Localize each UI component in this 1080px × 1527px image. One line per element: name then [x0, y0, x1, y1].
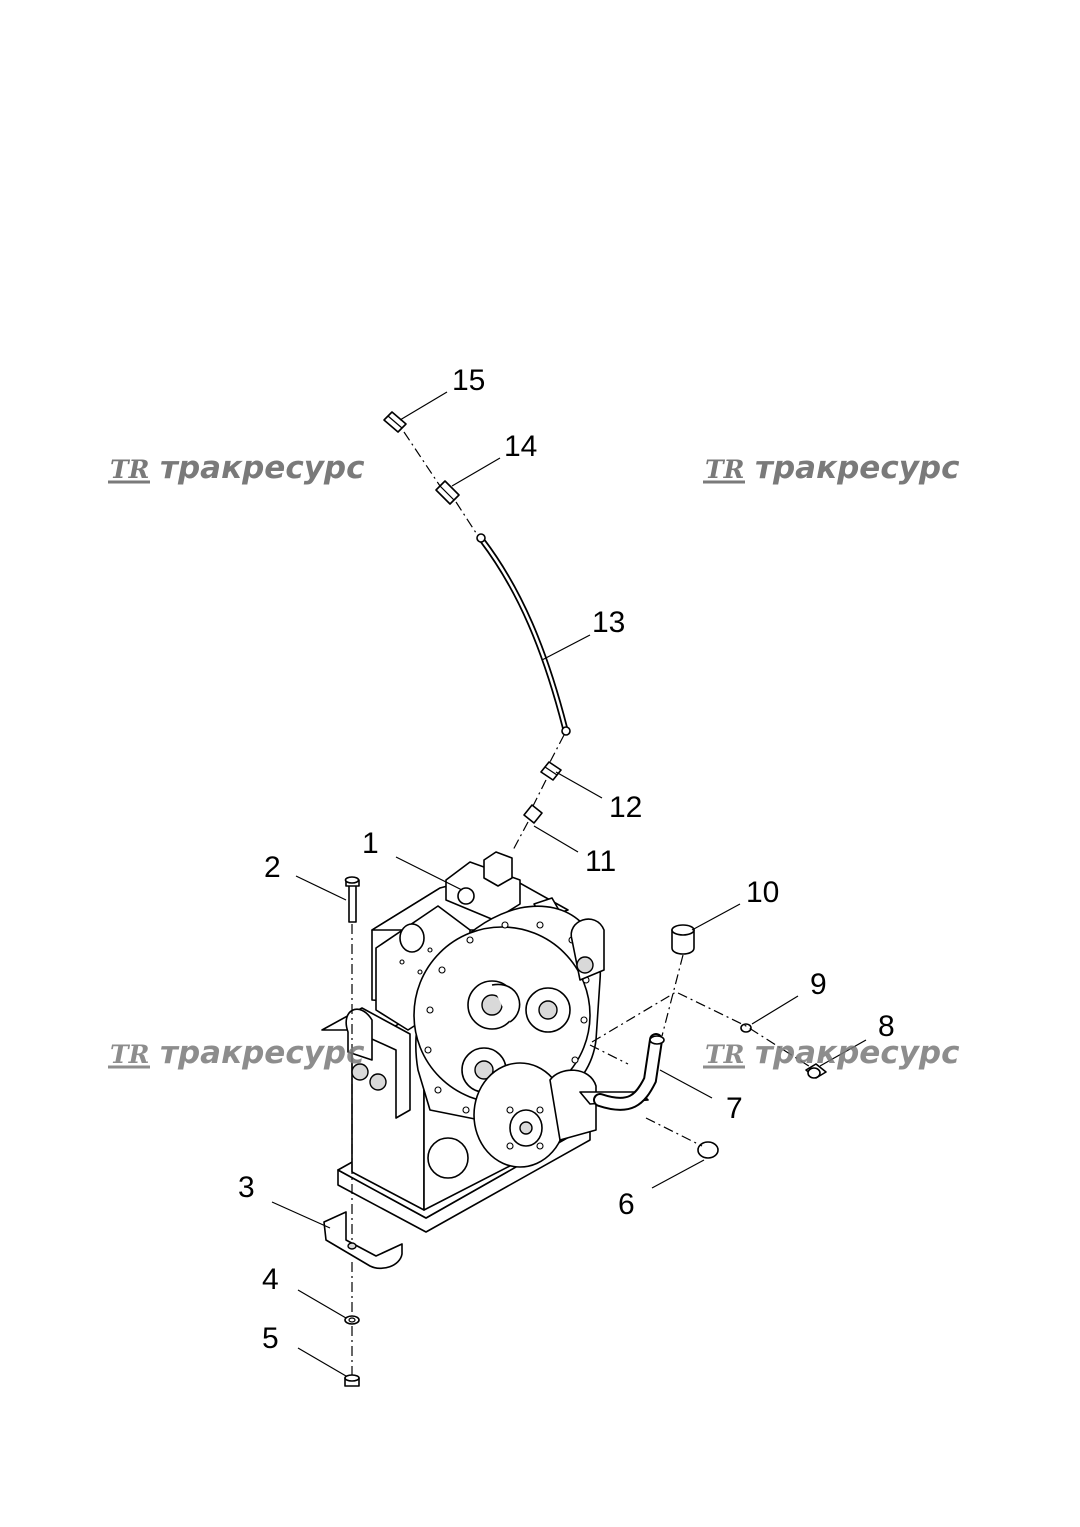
watermark-text: тракресурс — [755, 450, 960, 486]
watermark-logo: TR — [110, 455, 149, 484]
callout-numbers: 1 2 3 4 5 6 7 8 9 10 11 12 13 14 15 — [238, 364, 895, 1355]
watermark-text: тракресурс — [160, 450, 365, 486]
callout-4: 4 — [262, 1263, 279, 1296]
part-1-gearbox — [321, 851, 649, 1233]
leader-10 — [691, 903, 741, 931]
part-2-bolt — [344, 876, 360, 923]
drive-flange — [473, 1062, 567, 1168]
watermark-logo: TR — [110, 1040, 149, 1069]
part-7-tube — [593, 1033, 665, 1111]
leader-lines — [271, 391, 867, 1377]
leader-3 — [271, 1201, 331, 1229]
leader-7 — [659, 1069, 713, 1099]
callout-3: 3 — [238, 1171, 255, 1204]
part-14-fitting — [435, 480, 460, 505]
callout-12: 12 — [609, 791, 642, 824]
leader-14 — [451, 457, 501, 487]
part-15-fitting — [383, 411, 407, 433]
callout-6: 6 — [618, 1188, 635, 1221]
leader-11 — [533, 825, 579, 853]
watermark-top-right: TR тракресурс — [703, 450, 960, 486]
leader-6 — [651, 1159, 705, 1189]
leader-15 — [399, 391, 448, 421]
part-12-elbow — [540, 761, 562, 781]
callout-10: 10 — [746, 876, 779, 909]
output-flange-upper-left — [467, 980, 521, 1030]
part-3-bracket — [323, 1211, 403, 1270]
callout-15: 15 — [452, 364, 485, 397]
callout-7: 7 — [726, 1092, 743, 1125]
callout-13: 13 — [592, 606, 625, 639]
part-10-cap — [671, 924, 695, 955]
part-6-plug — [697, 1141, 719, 1159]
callout-1: 1 — [362, 827, 379, 860]
leader-4 — [297, 1289, 347, 1319]
leader-5 — [297, 1347, 347, 1377]
callout-2: 2 — [264, 851, 281, 884]
output-flange-upper-right — [525, 987, 571, 1033]
callout-14: 14 — [504, 430, 537, 463]
part-11-adapter — [523, 804, 543, 824]
part-5-nut — [344, 1374, 360, 1387]
leader-9 — [751, 995, 799, 1025]
leader-8 — [819, 1039, 867, 1067]
callout-11: 11 — [585, 845, 616, 878]
watermark-bottom-left: TR тракресурс — [108, 1035, 365, 1071]
watermark-logo: TR — [705, 455, 744, 484]
watermark-text: тракресурс — [755, 1035, 960, 1071]
part-13-hose — [476, 533, 571, 736]
leader-2 — [295, 875, 347, 901]
leader-12 — [555, 771, 603, 799]
callout-9: 9 — [810, 968, 827, 1001]
watermark-logo: TR — [705, 1040, 744, 1069]
part-4-washer — [344, 1315, 360, 1325]
part-8-bolt — [805, 1063, 827, 1079]
leader-1 — [395, 856, 463, 891]
watermark-bottom-right: TR тракресурс — [703, 1035, 960, 1071]
watermark-text: тракресурс — [160, 1035, 365, 1071]
leader-13 — [541, 634, 591, 661]
watermark-top-left: TR тракресурс — [108, 450, 365, 486]
part-9-washer — [740, 1023, 752, 1033]
callout-5: 5 — [262, 1322, 279, 1355]
callout-8: 8 — [878, 1010, 895, 1043]
